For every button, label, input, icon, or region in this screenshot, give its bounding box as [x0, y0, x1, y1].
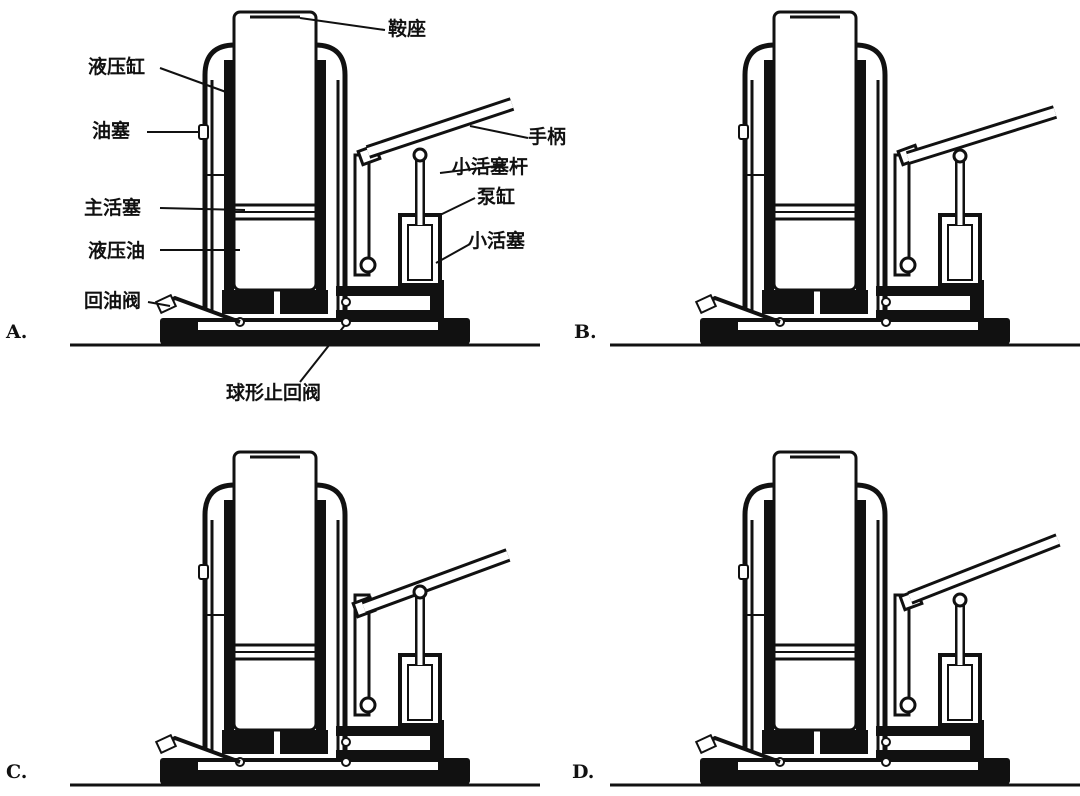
label-pump-cylinder: 泵缸: [477, 186, 516, 208]
label-saddle: 鞍座: [388, 18, 427, 40]
panel-label-c: C.: [6, 761, 28, 783]
panel-label-d: D.: [572, 761, 595, 783]
label-small-piston: 小活塞: [468, 230, 526, 252]
label-handle: 手柄: [528, 126, 567, 148]
panel-d-jack: [610, 452, 1080, 785]
panel-a-jack: [70, 12, 540, 383]
label-oil-plug: 油塞: [92, 120, 131, 142]
panel-label-a: A.: [6, 321, 28, 343]
label-return-valve: 回油阀: [84, 290, 142, 312]
panel-b-jack: [610, 12, 1080, 345]
label-ball-check-valve: 球形止回阀: [226, 382, 322, 404]
label-hydraulic-oil: 液压油: [88, 240, 146, 262]
panel-c-jack: [70, 452, 540, 785]
label-hydraulic-cylinder: 液压缸: [88, 56, 146, 78]
label-small-piston-rod: 小活塞杆: [452, 156, 529, 178]
panel-label-b: B.: [574, 321, 597, 343]
label-main-piston: 主活塞: [84, 197, 142, 219]
